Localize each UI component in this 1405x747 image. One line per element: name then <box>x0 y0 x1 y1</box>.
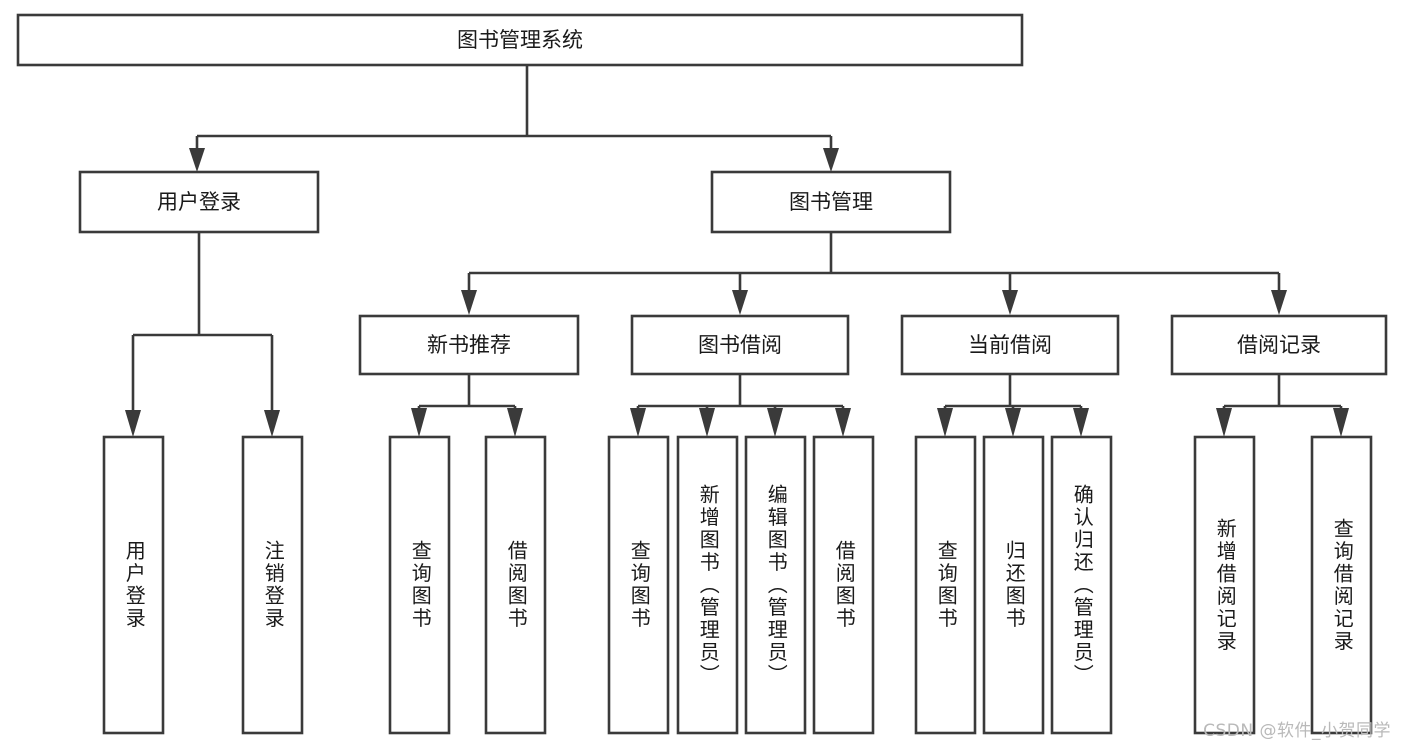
root-label: 图书管理系统 <box>457 28 583 52</box>
arrowhead-leaf-query-book-2 <box>630 408 646 437</box>
node-current-borrow[interactable]: 当前借阅 <box>900 314 1120 376</box>
leaf-box-query-record[interactable] <box>1310 435 1373 735</box>
arrowhead-leaf-borrow-book-2 <box>835 408 851 437</box>
leaf-box-user-login[interactable] <box>102 435 165 735</box>
node-book-manage[interactable]: 图书管理 <box>710 170 952 234</box>
arrowhead-book-manage <box>823 148 839 172</box>
arrowhead-leaf-query-record <box>1333 408 1349 437</box>
arrowhead-leaf-query-book-3 <box>937 408 953 437</box>
leaf-box-confirm-return[interactable] <box>1050 435 1113 735</box>
leaf-box-add-book[interactable] <box>676 435 739 735</box>
book-manage-box[interactable] <box>710 170 952 234</box>
book-borrow-box[interactable] <box>630 314 850 376</box>
arrowhead-leaf-edit-book <box>767 408 783 437</box>
leaf-box-return-book[interactable] <box>982 435 1045 735</box>
node-user-login[interactable]: 用户登录 <box>78 170 320 234</box>
borrow-record-box[interactable] <box>1170 314 1388 376</box>
arrowhead-book-borrow <box>732 290 748 315</box>
arrowhead-leaf-return-book <box>1005 408 1021 437</box>
leaf-box-edit-book[interactable] <box>744 435 807 735</box>
borrow-record-label: 借阅记录 <box>1237 333 1321 357</box>
leaf-box-borrow-book-1[interactable] <box>484 435 547 735</box>
node-new-book-recommend[interactable]: 新书推荐 <box>358 314 580 376</box>
new-book-recommend-label: 新书推荐 <box>427 333 511 357</box>
leaf-box-query-book-2[interactable] <box>607 435 670 735</box>
root-box[interactable] <box>16 13 1024 67</box>
user-login-label: 用户登录 <box>157 190 241 214</box>
node-borrow-record[interactable]: 借阅记录 <box>1170 314 1388 376</box>
arrowhead-user-login <box>189 148 205 172</box>
arrowhead-current-borrow <box>1002 290 1018 315</box>
arrowhead-new-book-recommend <box>461 290 477 315</box>
book-borrow-label: 图书借阅 <box>698 333 782 357</box>
leaf-box-add-record[interactable] <box>1193 435 1256 735</box>
arrowhead-leaf-confirm-return <box>1073 408 1089 437</box>
arrowhead-leaf-user-login <box>125 410 141 437</box>
book-manage-label: 图书管理 <box>789 190 873 214</box>
arrowhead-borrow-record <box>1271 290 1287 315</box>
leaf-box-query-book-1[interactable] <box>388 435 451 735</box>
leaf-box-query-book-3[interactable] <box>914 435 977 735</box>
arrowhead-leaf-logout <box>264 410 280 437</box>
leaf-box-logout[interactable] <box>241 435 304 735</box>
leaf-box-borrow-book-2[interactable] <box>812 435 875 735</box>
new-book-recommend-box[interactable] <box>358 314 580 376</box>
arrowhead-leaf-add-book <box>699 408 715 437</box>
current-borrow-label: 当前借阅 <box>968 333 1052 357</box>
arrowhead-leaf-query-book-1 <box>411 408 427 437</box>
node-book-borrow[interactable]: 图书借阅 <box>630 314 850 376</box>
current-borrow-box[interactable] <box>900 314 1120 376</box>
node-root[interactable]: 图书管理系统 <box>16 13 1024 67</box>
arrowhead-leaf-borrow-book-1 <box>507 408 523 437</box>
arrowhead-leaf-add-record <box>1216 408 1232 437</box>
